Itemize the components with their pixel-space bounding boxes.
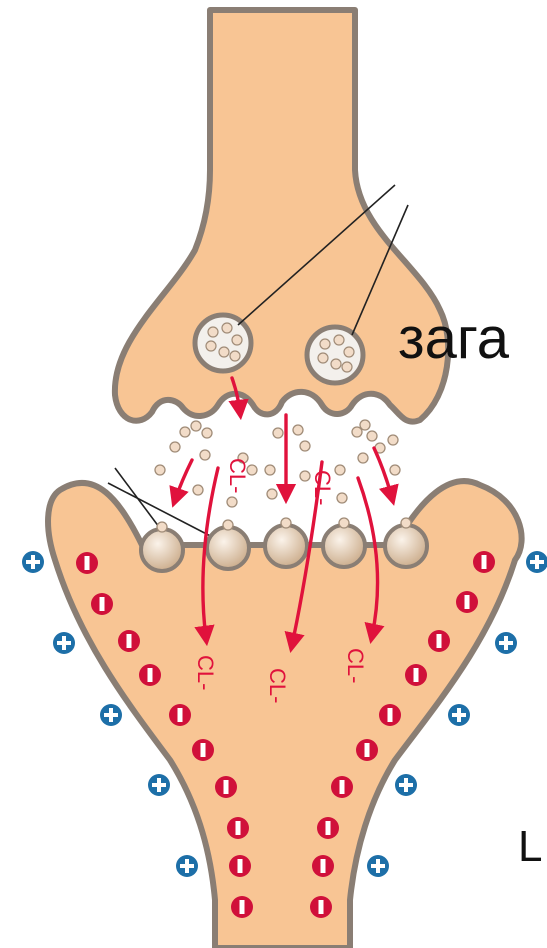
plus-circle-icon	[176, 855, 198, 877]
minus-circle-icon	[428, 630, 450, 652]
minus-circle-icon	[231, 896, 253, 918]
plus-circle-icon	[526, 551, 547, 573]
minus-circle-icon	[192, 739, 214, 761]
arrow	[175, 460, 192, 500]
plus-circle-icon	[22, 551, 44, 573]
minus-circle-icon	[356, 739, 378, 761]
minus-circle-icon	[91, 593, 113, 615]
minus-circle-icon	[227, 817, 249, 839]
cl-ion-label: CL-	[265, 668, 290, 703]
minus-circle-icon	[379, 704, 401, 726]
minus-circle-icon	[215, 776, 237, 798]
cropped-label-top: зага	[398, 305, 509, 372]
minus-circle-icon	[317, 817, 339, 839]
synaptic-vesicle-right	[307, 327, 363, 383]
minus-circle-icon	[312, 855, 334, 877]
minus-circle-icon	[331, 776, 353, 798]
minus-circle-icon	[310, 896, 332, 918]
plus-circle-icon	[495, 632, 517, 654]
minus-circle-icon	[229, 855, 251, 877]
arrow	[374, 448, 392, 498]
minus-circle-icon	[473, 551, 495, 573]
minus-circle-icon	[169, 704, 191, 726]
cl-ion-label: CL-	[343, 648, 368, 683]
plus-circle-icon	[100, 704, 122, 726]
cropped-label-bottom: L	[518, 822, 542, 872]
plus-circle-icon	[148, 774, 170, 796]
cl-ion-label: CL-	[310, 470, 335, 505]
cl-ion-label: CL-	[225, 458, 250, 493]
minus-circle-icon	[118, 630, 140, 652]
minus-circle-icon	[456, 591, 478, 613]
synaptic-vesicle-left	[195, 315, 251, 371]
minus-circle-icon	[405, 664, 427, 686]
minus-circle-icon	[139, 664, 161, 686]
minus-circle-icon	[76, 552, 98, 574]
cl-ion-label: CL-	[193, 655, 218, 690]
plus-circle-icon	[448, 704, 470, 726]
plus-circle-icon	[367, 855, 389, 877]
plus-circle-icon	[53, 632, 75, 654]
plus-circle-icon	[395, 774, 417, 796]
